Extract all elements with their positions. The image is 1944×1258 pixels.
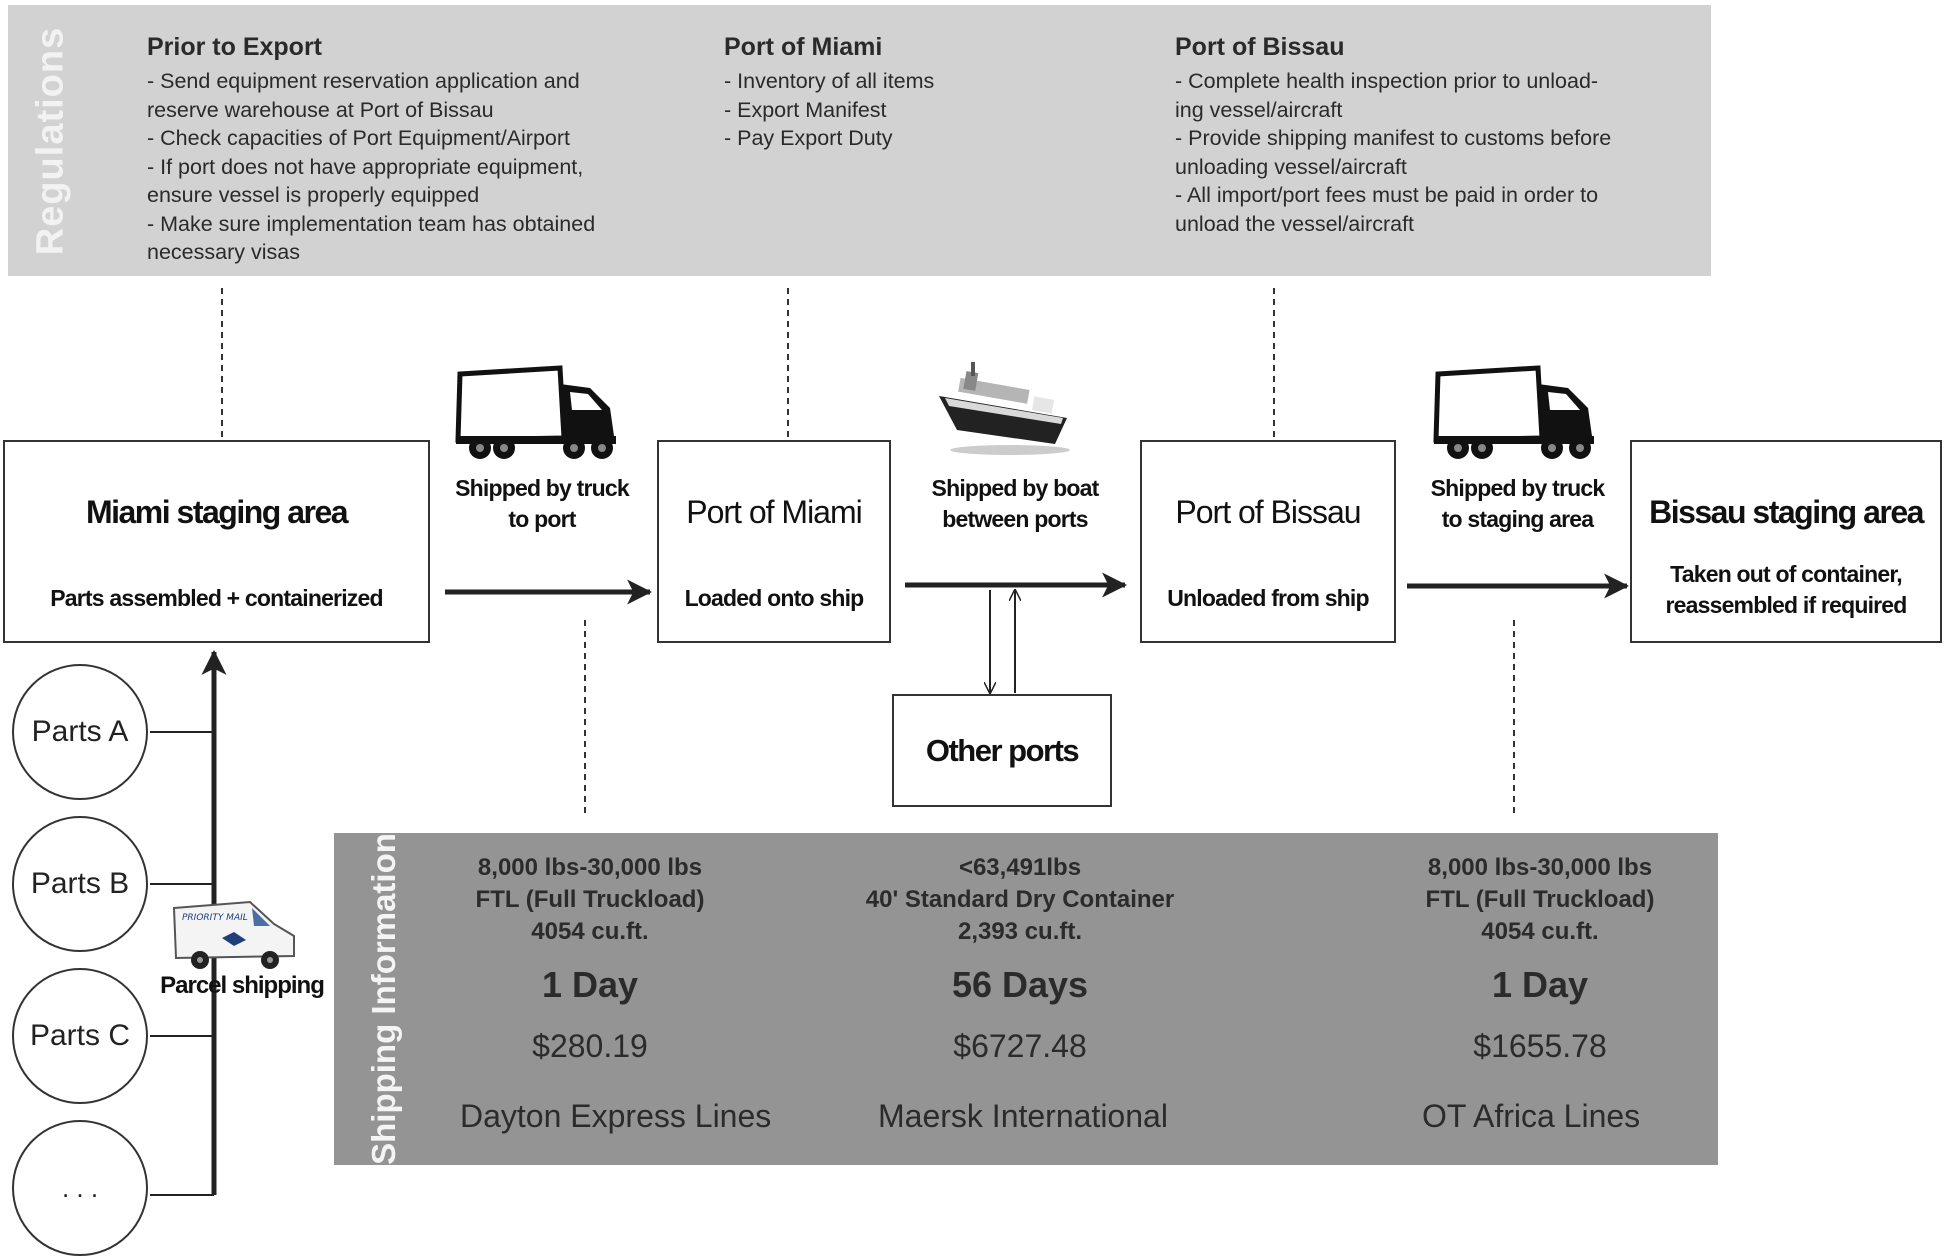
regulation-line: unload the vessel/aircraft	[1175, 211, 1415, 236]
regulation-line: - Send equipment reservation application…	[147, 69, 580, 93]
miami-staging-area-box: Miami staging area Parts assembled + con…	[3, 440, 430, 643]
regulation-line: - If port does not have appropriate equi…	[147, 154, 584, 179]
node-subtitle: Unloaded from ship	[1167, 585, 1369, 611]
regulation-line: ensure vessel is properly equipped	[147, 183, 480, 207]
regulation-line: - Export Manifest	[724, 97, 887, 122]
parcel-shipping-label: Parcel shipping	[160, 972, 325, 999]
node-title: Other ports	[925, 733, 1080, 768]
shipping-spec: 8,000 lbs-30,000 lbs	[1427, 854, 1653, 881]
regulation-line: - Complete health inspection prior to un…	[1175, 69, 1599, 93]
shipping-duration: 56 Days	[951, 964, 1089, 1005]
shipping-duration: 1 Day	[1491, 964, 1589, 1005]
regulation-line: - Inventory of all items	[724, 69, 935, 93]
regulation-line: unloading vessel/aircraft	[1175, 154, 1407, 179]
truck-icon	[1433, 365, 1594, 459]
regulations-panel	[8, 5, 1711, 276]
shipping-spec: 4054 cu.ft.	[531, 918, 649, 945]
shipping-cost: $6727.48	[953, 1028, 1087, 1064]
carrier-name: Dayton Express Lines	[460, 1098, 772, 1134]
regulation-line: necessary visas	[147, 240, 300, 264]
regulation-port-miami: Port of Miami - Inventory of all items -…	[724, 33, 934, 153]
node-title: Port of Miami	[686, 494, 862, 530]
shipping-duration: 1 Day	[541, 964, 639, 1005]
node-title: Bissau staging area	[1649, 494, 1924, 530]
shipping-column-truck-to-port: 8,000 lbs-30,000 lbs FTL (Full Truckload…	[430, 852, 750, 1065]
regulation-line: reserve warehouse at Port of Bissau	[147, 97, 494, 122]
regulation-line: - All import/port fees must be paid in o…	[1175, 183, 1599, 207]
shipping-spec: 40' Standard Dry Container	[865, 886, 1175, 913]
van-lettering: PRIORITY MAIL	[182, 913, 248, 923]
node-subtitle: Taken out of container,	[1670, 561, 1902, 587]
regulation-line: ing vessel/aircraft	[1175, 97, 1343, 122]
shipping-info-panel	[334, 833, 1718, 1165]
shipping-spec: FTL (Full Truckload)	[475, 886, 705, 913]
regulation-prior-to-export: Prior to Export - Send equipment reserva…	[147, 33, 595, 267]
parts-more-circle: . . .	[12, 1120, 148, 1256]
carrier-name: OT Africa Lines	[1422, 1098, 1641, 1134]
shipping-spec: 8,000 lbs-30,000 lbs	[477, 854, 703, 881]
shipping-spec: 2,393 cu.ft.	[957, 918, 1083, 945]
regulation-title: Port of Miami	[724, 33, 883, 61]
node-subtitle: Parts assembled + containerized	[50, 585, 383, 611]
node-subtitle: Loaded onto ship	[684, 585, 865, 611]
shipping-spec: FTL (Full Truckload)	[1425, 886, 1655, 913]
shipping-column-boat: <63,491lbs 40' Standard Dry Container 2,…	[840, 852, 1200, 1065]
regulation-line: - Make sure implementation team has obta…	[147, 211, 596, 236]
other-ports-box: Other ports	[892, 694, 1112, 807]
regulation-line: - Pay Export Duty	[724, 126, 893, 150]
parts-b-circle: Parts B	[12, 816, 148, 952]
shipping-cost: $280.19	[532, 1028, 648, 1064]
regulation-port-bissau: Port of Bissau - Complete health inspect…	[1175, 33, 1611, 238]
parts-c-circle: Parts C	[12, 968, 148, 1104]
shipping-column-truck-to-staging: 8,000 lbs-30,000 lbs FTL (Full Truckload…	[1380, 852, 1700, 1065]
port-of-miami-box: Port of Miami Loaded onto ship	[657, 440, 891, 643]
port-of-bissau-box: Port of Bissau Unloaded from ship	[1140, 440, 1396, 643]
node-title: Miami staging area	[85, 494, 349, 530]
mail-van-icon: PRIORITY MAIL	[172, 900, 295, 969]
regulation-line: - Check capacities of Port Equipment/Air…	[147, 126, 571, 150]
carrier-name: Maersk International	[878, 1098, 1168, 1134]
regulation-title: Port of Bissau	[1175, 33, 1345, 61]
regulation-line: - Provide shipping manifest to customs b…	[1175, 126, 1612, 150]
bissau-staging-area-box: Bissau staging area Taken out of contain…	[1630, 440, 1942, 643]
ship-icon	[939, 362, 1070, 455]
parts-a-circle: Parts A	[12, 664, 148, 800]
truck-icon	[455, 365, 616, 459]
node-title: Port of Bissau	[1175, 494, 1361, 530]
shipping-spec: <63,491lbs	[958, 854, 1082, 881]
regulation-title: Prior to Export	[147, 33, 323, 61]
node-subtitle: reassembled if required	[1665, 592, 1907, 618]
shipping-spec: 4054 cu.ft.	[1481, 918, 1599, 945]
shipping-cost: $1655.78	[1473, 1028, 1607, 1064]
